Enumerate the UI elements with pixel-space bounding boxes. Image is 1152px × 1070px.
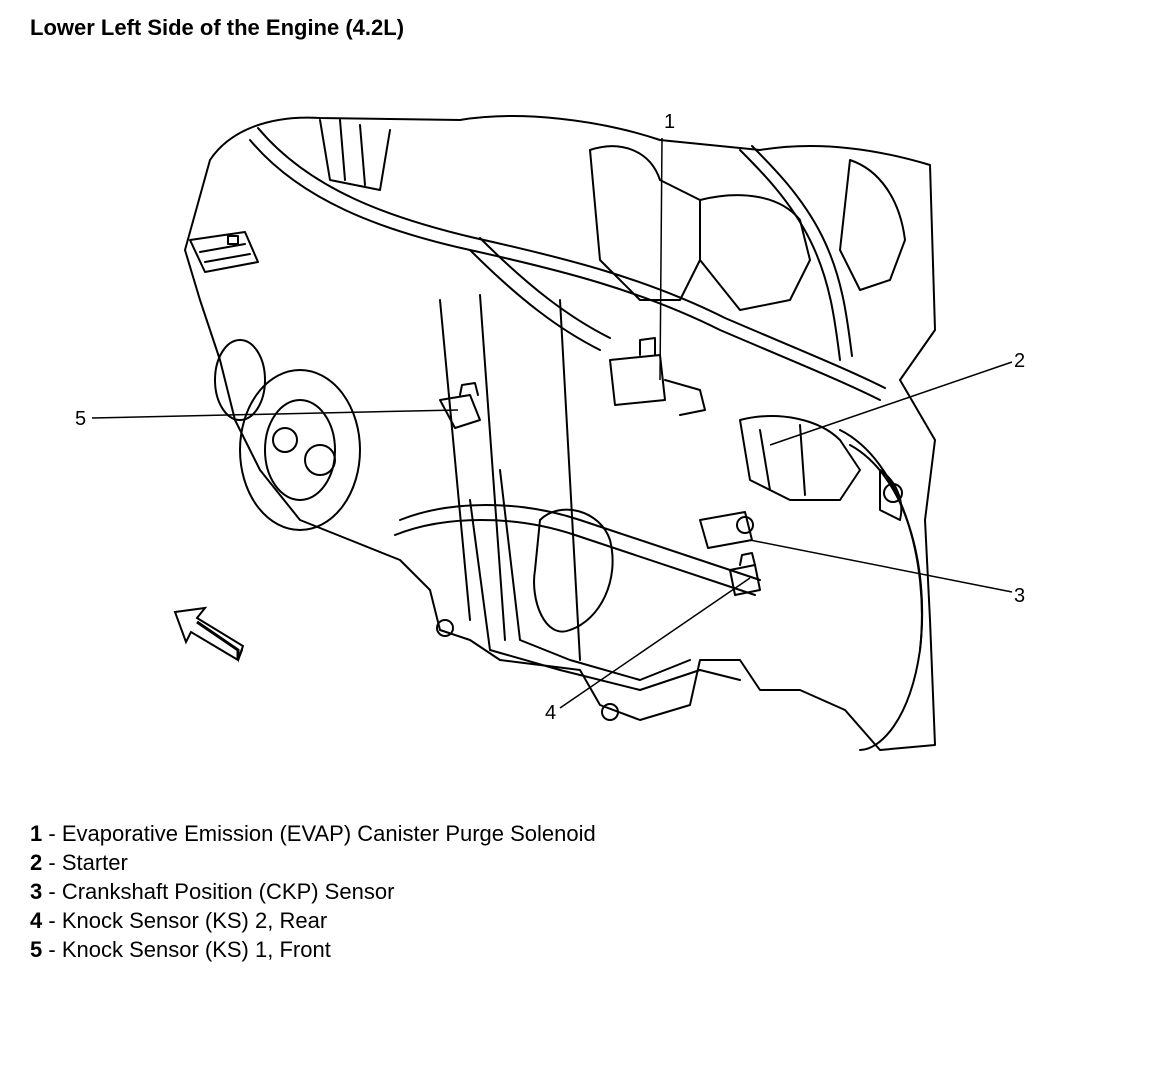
knock-sensor-rear: [729, 552, 761, 596]
knock-sensor-front: [439, 382, 481, 429]
legend-label: Evaporative Emission (EVAP) Canister Pur…: [61, 821, 596, 846]
engine-block-outline: [184, 115, 936, 751]
leader-lines: [91, 137, 1013, 709]
legend-separator: -: [42, 879, 62, 904]
legend-number: 2: [30, 850, 43, 875]
legend-item: 1 - Evaporative Emission (EVAP) Canister…: [30, 819, 596, 848]
leader-line-3: [749, 539, 1013, 593]
flywheel: [839, 429, 924, 751]
legend-separator: -: [42, 937, 62, 962]
legend-separator: -: [42, 850, 62, 875]
legend-separator: -: [42, 821, 62, 846]
legend-item: 5 - Knock Sensor (KS) 1, Front: [30, 935, 596, 964]
legend-label: Knock Sensor (KS) 1, Front: [61, 937, 331, 962]
legend-separator: -: [42, 908, 62, 933]
legend-label: Crankshaft Position (CKP) Sensor: [61, 879, 395, 904]
front-arrow-icon: [173, 606, 245, 663]
legend-item: 4 - Knock Sensor (KS) 2, Rear: [30, 906, 596, 935]
callout-number-1: 1: [664, 111, 675, 133]
legend-label: Knock Sensor (KS) 2, Rear: [61, 908, 328, 933]
legend-number: 5: [30, 937, 43, 962]
starter-body: [739, 415, 861, 501]
ckp-sensor: [699, 511, 754, 549]
legend-number: 4: [30, 908, 43, 933]
front-pulleys: [214, 339, 361, 531]
electrical-connector: [189, 231, 259, 273]
page-title: Lower Left Side of the Engine (4.2L): [30, 15, 405, 40]
callout-legend: 1 - Evaporative Emission (EVAP) Canister…: [30, 819, 596, 964]
legend-item: 3 - Crankshaft Position (CKP) Sensor: [30, 877, 596, 906]
wiring-harness: [249, 127, 886, 596]
leader-line-2: [769, 361, 1013, 446]
legend-number: 1: [30, 821, 43, 846]
legend-label: Starter: [61, 850, 128, 875]
evap-solenoid: [609, 337, 706, 416]
leader-line-5: [91, 409, 459, 419]
legend-number: 3: [30, 879, 43, 904]
callout-number-5: 5: [75, 408, 86, 430]
intake-components: [319, 119, 906, 311]
leader-line-1: [659, 137, 663, 381]
legend-item: 2 - Starter: [30, 848, 596, 877]
callout-number-4: 4: [545, 702, 556, 724]
engine-illustration: 1 2 3 4 5: [75, 111, 1025, 751]
callout-number-2: 2: [1014, 350, 1025, 372]
callout-number-3: 3: [1014, 585, 1025, 607]
leader-line-4: [559, 577, 751, 709]
